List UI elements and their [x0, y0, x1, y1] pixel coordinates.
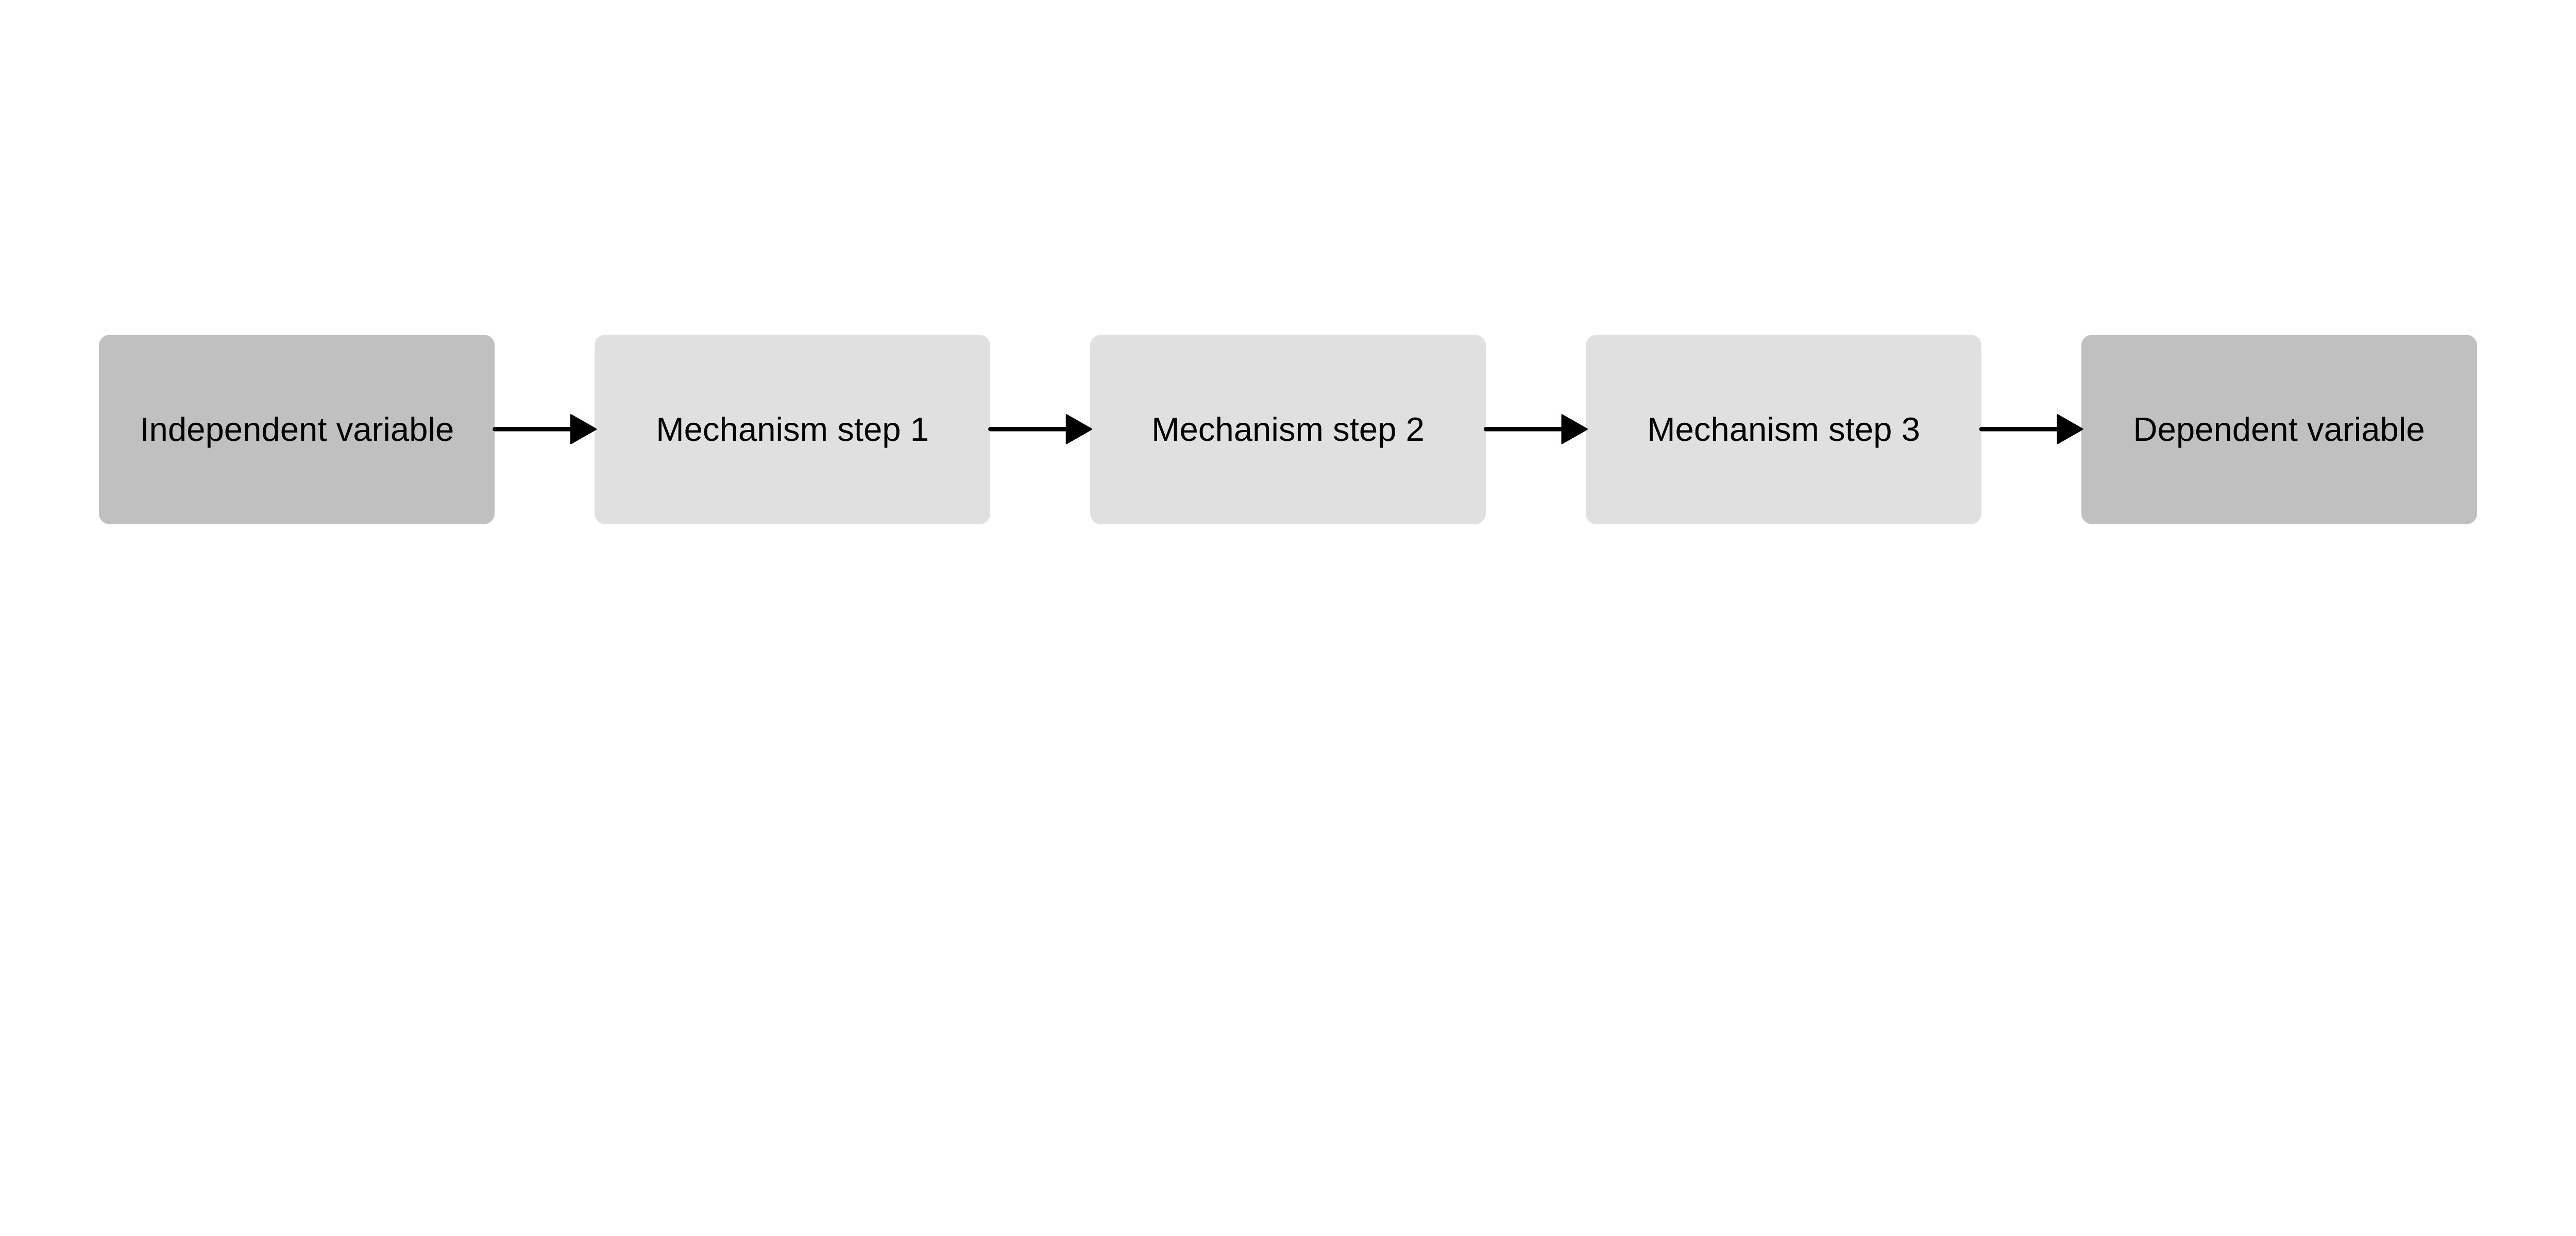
node-mechanism-step-3: Mechanism step 3 — [1586, 334, 1981, 525]
arrow-2 — [988, 414, 1093, 444]
node-independent-variable: Independent variable — [99, 334, 495, 525]
node-mechanism-step-1: Mechanism step 1 — [595, 334, 991, 525]
arrows-layer — [493, 414, 2083, 444]
node-label: Mechanism step 3 — [1647, 410, 1920, 449]
node-dependent-variable: Dependent variable — [2081, 334, 2477, 525]
arrow-3 — [1483, 414, 1588, 444]
arrow-1 — [493, 414, 597, 444]
arrow-4 — [1979, 414, 2083, 444]
node-mechanism-step-2: Mechanism step 2 — [1090, 334, 1486, 525]
node-label: Independent variable — [140, 410, 454, 449]
node-label: Mechanism step 1 — [656, 410, 929, 449]
node-label: Mechanism step 2 — [1151, 410, 1425, 449]
node-label: Dependent variable — [2133, 410, 2425, 449]
